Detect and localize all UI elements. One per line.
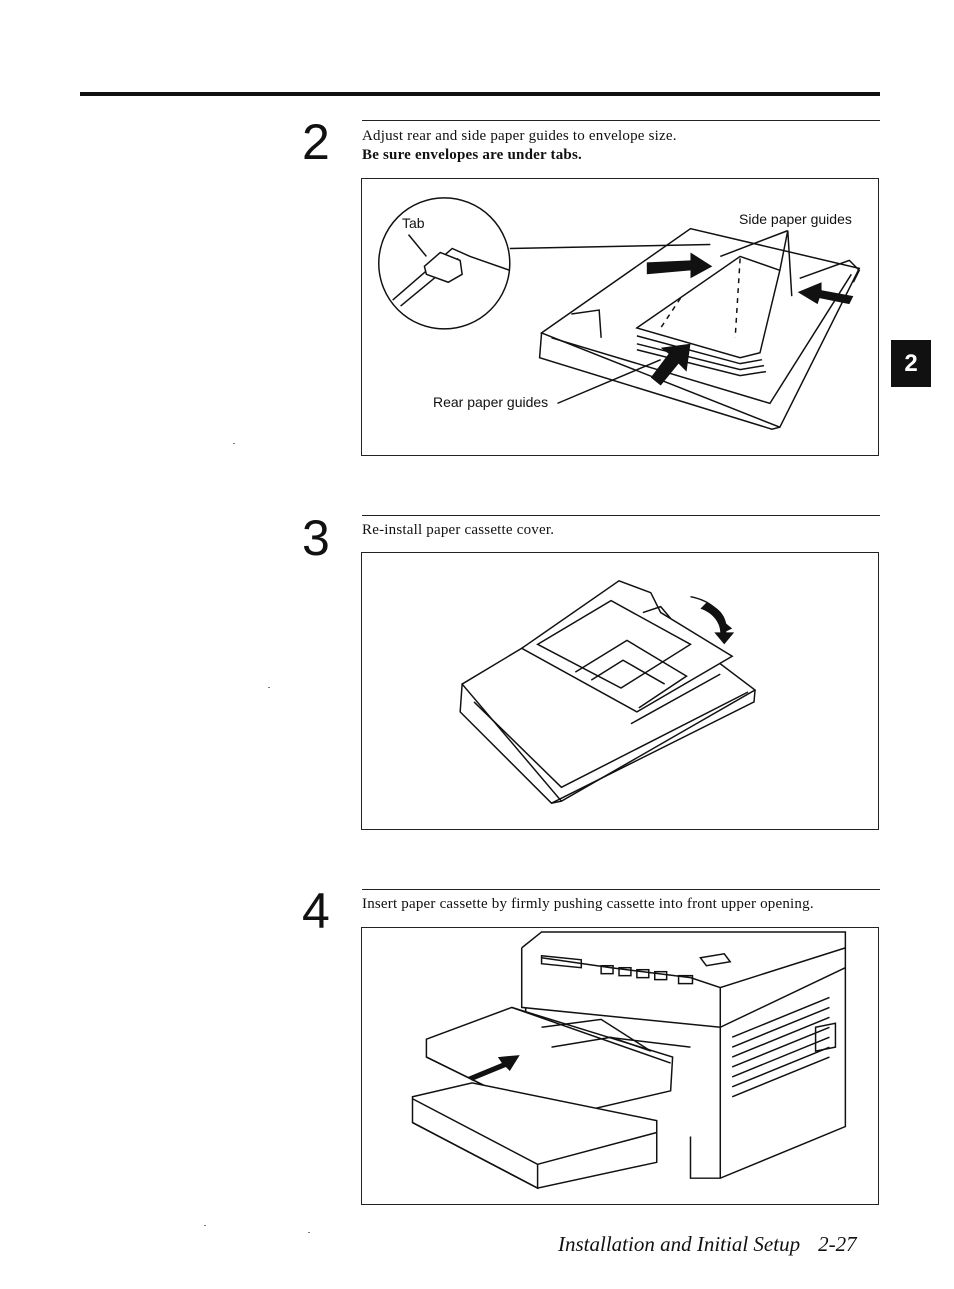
insert-cassette-illustration bbox=[411, 931, 847, 1190]
chapter-tab: 2 bbox=[891, 340, 931, 387]
tab-label: Tab bbox=[402, 215, 425, 231]
rear-guide-arrow bbox=[650, 343, 691, 386]
page-footer: Installation and Initial Setup 2-27 bbox=[558, 1232, 857, 1257]
scan-speck bbox=[204, 1225, 206, 1226]
scan-speck bbox=[233, 443, 235, 444]
step-4-instruction: Insert paper cassette by firmly pushing … bbox=[362, 896, 814, 912]
side-guide-arrow-right bbox=[797, 282, 854, 305]
side-paper-guides-label: Side paper guides bbox=[739, 211, 852, 227]
step-2-note: Be sure envelopes are under tabs. bbox=[362, 147, 582, 163]
cassette-cover-illustration bbox=[459, 579, 757, 804]
step-number-3: 3 bbox=[302, 510, 330, 566]
scan-speck bbox=[268, 687, 270, 688]
paper-guides-illustration bbox=[378, 197, 861, 430]
footer-page-number: 2-27 bbox=[818, 1232, 857, 1256]
step-2-rule bbox=[362, 120, 880, 121]
step-4-rule bbox=[362, 889, 880, 890]
scan-speck bbox=[308, 1232, 310, 1233]
tab-magnifier bbox=[378, 197, 511, 330]
insert-arrow bbox=[468, 1055, 520, 1081]
footer-section-title: Installation and Initial Setup bbox=[558, 1232, 801, 1256]
rear-paper-guides-label: Rear paper guides bbox=[433, 394, 549, 410]
figure-insert-cassette bbox=[361, 927, 879, 1205]
figure-cassette-cover bbox=[361, 552, 879, 830]
step-3-rule bbox=[362, 515, 880, 516]
step-3-instruction: Re-install paper cassette cover. bbox=[362, 522, 555, 538]
tab-pointer bbox=[407, 234, 427, 257]
step-2-instruction: Adjust rear and side paper guides to env… bbox=[362, 128, 677, 144]
header-rule bbox=[80, 92, 880, 96]
step-number-2: 2 bbox=[302, 114, 330, 170]
figure-paper-guides: Tab Side paper guides Rear paper guides bbox=[361, 178, 879, 456]
side-guide-arrow-left bbox=[646, 252, 713, 279]
step-number-4: 4 bbox=[302, 883, 330, 939]
